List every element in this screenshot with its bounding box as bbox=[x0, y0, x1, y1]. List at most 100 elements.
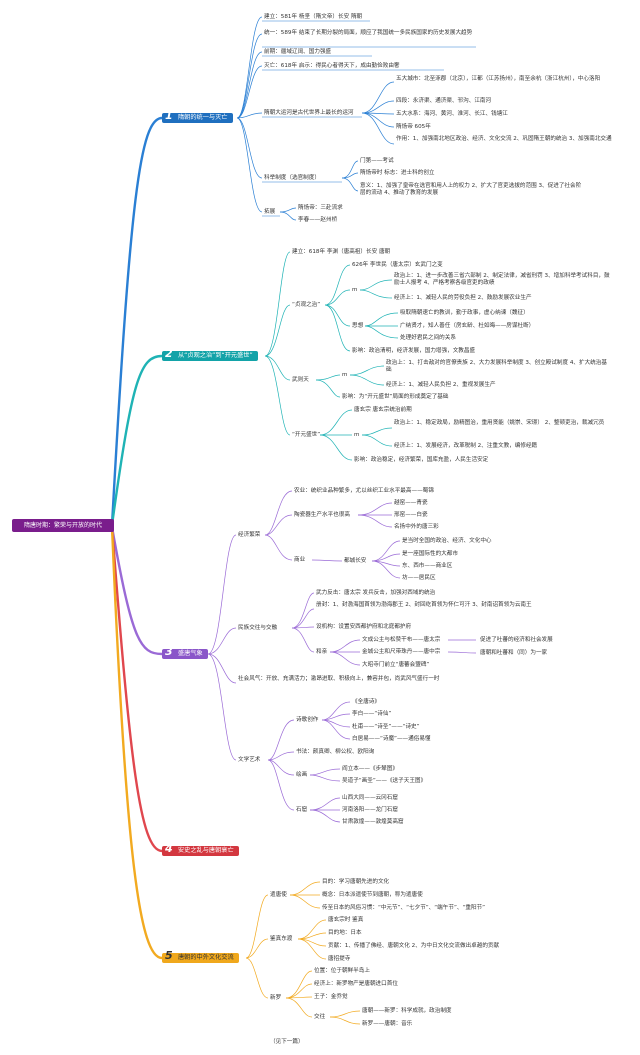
s1-canal-cities: 五大城市：北至涿郡（北京），江都（江苏扬州），南至余杭（浙江杭州），中心洛阳 bbox=[396, 76, 601, 82]
s2-tang-founding: 建立：618年 李渊（唐高祖）长安 唐朝 bbox=[292, 249, 391, 255]
s2-xuanzong: 唐玄宗 唐玄宗统治前期 bbox=[354, 407, 412, 413]
s5-jianzhen-destination: 目的地：日本 bbox=[328, 930, 362, 936]
s2-thought: 思想 bbox=[352, 323, 364, 329]
s1-extension: 拓展 bbox=[264, 209, 276, 215]
s3-tri-color: 名扬中外的唐三彩 bbox=[394, 524, 439, 530]
s3-marriage: 和亲 bbox=[316, 649, 328, 655]
s2-kaiyuan-impact: 影响：政治稳定，经济繁荣，国库充盈，人民生活安定 bbox=[354, 457, 489, 463]
s3-wencheng: 文成公主与松赞干布——唐太宗 bbox=[362, 637, 441, 643]
s5-silla: 新罗 bbox=[270, 995, 282, 1001]
s2-kaiyuan-politics: 政治上：1、稳定政局，励精图治，重用贤能（姚崇、宋璟） 2、整顿吏治，裁减冗员 bbox=[394, 420, 605, 426]
s3-yungang: 山西大同——云冈石窟 bbox=[342, 795, 398, 801]
topic-number: 5 bbox=[165, 949, 173, 962]
s1-imperial-exam: 科举制度（选官制度） bbox=[264, 175, 320, 181]
topic-label: 隋朝的统一与灭亡 bbox=[178, 114, 228, 121]
s3-xing-kiln: 邢窑——白瓷 bbox=[394, 512, 428, 518]
topic-tang-prosperity[interactable]: 3 盛唐气象 bbox=[162, 645, 208, 659]
s3-agriculture: 农业：统织业品种繁多，尤以丝织工业水平最高——蜀锦 bbox=[294, 488, 434, 494]
s2-zhenguan-economy: 经济上：1、减轻人民的劳役负担 2、鼓励发展农业生产 bbox=[394, 295, 532, 301]
s3-economy: 经济繁荣 bbox=[238, 532, 261, 538]
s5-silla-economy: 经济上：新罗物产是唐朝进口首位 bbox=[314, 981, 398, 987]
s2-kaiyuan-economy: 经济上：1、发展经济，改革税制 2、注重文教，编修经籍 bbox=[394, 443, 538, 449]
s5-toshodaiji: 唐招提寺 bbox=[328, 956, 351, 962]
s3-du-fu: 杜甫——“诗圣”——“诗史” bbox=[352, 724, 420, 730]
topic-number: 2 bbox=[165, 347, 173, 360]
s2-wu-politics: 政治上：1、打击敌对的官僚贵族 2、大力发展科举制度 3、创立殿试制度 4、扩大… bbox=[386, 360, 607, 373]
s1-canal-year: 隋炀帝 605年 bbox=[396, 124, 431, 130]
branch-line-1 bbox=[110, 116, 163, 526]
s3-jincheng: 金城公主和尺带珠丹——唐中宗 bbox=[362, 649, 441, 655]
s5-jianzhen-time: 唐玄宗时 鉴真 bbox=[328, 917, 364, 923]
topic-label: 从“贞观之治”到“开元盛世” bbox=[178, 352, 253, 359]
s3-institutions: 设机构：设置安西都护府和北庭都护府 bbox=[316, 624, 412, 630]
s2-wu-economy: 经济上：1、减轻人民负担 2、重视发展生产 bbox=[386, 382, 496, 388]
s5-silla-prince: 王子：金乔觉 bbox=[314, 994, 348, 1000]
s3-changan-1: 是当时全国的政治、经济、文化中心 bbox=[402, 538, 492, 544]
continued-note: （见下一篇） bbox=[270, 1039, 304, 1045]
s2-thought-1: 吸取隋朝速亡的教训，勤于政事，虚心纳谏（魏征） bbox=[400, 310, 529, 316]
topic-number: 3 bbox=[165, 645, 173, 658]
s1-exam-sign: 隋炀帝时 标志：进士科的创立 bbox=[360, 170, 435, 176]
s3-quantangshi: 《全唐诗》 bbox=[352, 699, 380, 705]
topic-number: 4 bbox=[165, 842, 173, 855]
s1-liuqiu: 隋炀帝：三赴流求 bbox=[298, 205, 343, 211]
s2-zhenguan: “贞观之治” bbox=[292, 302, 321, 308]
s3-one-family: 唐朝和吐蕃和（同）为一家 bbox=[480, 650, 548, 656]
s1-zhaozhou-bridge: 李春——赵州桥 bbox=[298, 217, 338, 223]
s3-mogao: 甘肃敦煌——敦煌莫高窟 bbox=[342, 819, 404, 825]
s2-kaiyuan-m: m bbox=[354, 432, 360, 438]
s5-envoys-customs: 传至日本的风俗习惯：“中元节”、“七夕节”、“端午节”、“重阳节” bbox=[322, 905, 486, 911]
s5-envoys-purpose: 目的：学习唐朝先进的文化 bbox=[322, 879, 390, 885]
s5-envoys-concept: 概念：日本派遣使节到唐朝，称为遣唐使 bbox=[322, 892, 423, 898]
topic-cultural-exchange[interactable]: 5 唐朝的中外文化交流 bbox=[162, 949, 239, 963]
topic-anshi-rebellion[interactable]: 4 安史之乱与唐朝衰亡 bbox=[162, 842, 239, 856]
s3-alliance-stele: 大昭寺门前立“唐蕃会盟碑” bbox=[362, 662, 430, 668]
topic-sui-unification[interactable]: 1 隋朝的统一与灭亡 bbox=[162, 109, 233, 123]
s3-grottoes: 石窟 bbox=[296, 807, 308, 813]
branch-line-4 bbox=[110, 526, 163, 853]
root-topic[interactable]: 隋唐时期：繁荣与开放的时代 bbox=[12, 519, 114, 532]
s1-canal-sections: 四段：永济渠、通济渠、邗沟、江南河 bbox=[396, 98, 492, 104]
s5-envoys: 遣唐使 bbox=[270, 892, 287, 898]
s3-bai-juyi: 白居易——“诗魔”——通俗易懂 bbox=[352, 736, 431, 742]
s3-longmen: 河南洛阳——龙门石窟 bbox=[342, 807, 398, 813]
s1-fall: 灭亡：618年 启示：得民心者得天下，成由勤俭败由奢 bbox=[264, 63, 400, 69]
s5-tang-to-silla: 唐朝——新罗：科学成就，政治制度 bbox=[362, 1008, 452, 1014]
s3-ethnic-relations: 民族交往与交融 bbox=[238, 625, 278, 631]
s1-unification: 统一：589年 结束了长期分裂的局面，顺应了我国统一多民族国家的历史发展大趋势 bbox=[264, 30, 473, 36]
s3-changan-3: 东、西市——商业区 bbox=[402, 563, 453, 569]
s3-ceramics: 陶瓷器生产水平也很高 bbox=[294, 512, 350, 518]
s3-literature-art: 文学艺术 bbox=[238, 757, 261, 763]
s5-silla-location: 位置：位于朝鲜半岛上 bbox=[314, 968, 370, 974]
s3-yue-kiln: 越窑——青瓷 bbox=[394, 500, 428, 506]
s3-enfeoffment: 册封：1、封渤海国首领为渤海郡王 2、封回纥首领为怀仁可汗 3、封南诏首领为云南… bbox=[316, 602, 532, 608]
s2-zhenguan-m: m bbox=[352, 287, 358, 293]
s2-wu-m: m bbox=[342, 372, 348, 378]
s3-changan: 都城长安 bbox=[344, 558, 367, 564]
s1-canal-rivers: 五大水系：海河、黄河、淮河、长江、钱塘江 bbox=[396, 111, 508, 117]
topic-label: 盛唐气象 bbox=[178, 650, 203, 657]
s1-exam-change: 门第——考试 bbox=[360, 158, 394, 164]
s3-yan-liben: 阎立本——《步辇图》 bbox=[342, 766, 398, 772]
s5-silla-exchange: 交往 bbox=[314, 1014, 326, 1020]
s3-calligraphy: 书法：颜真卿、柳公权、欧阳询 bbox=[296, 749, 375, 755]
s3-changan-4: 坊——居民区 bbox=[402, 575, 436, 581]
s3-military: 武力反击：唐太宗 发兵反击，加强对西域的统治 bbox=[316, 590, 436, 596]
s5-silla-to-tang: 新罗——唐朝：音乐 bbox=[362, 1021, 413, 1027]
branch-line-3 bbox=[110, 526, 163, 656]
topic-zhenguan-kaiyuan[interactable]: 2 从“贞观之治”到“开元盛世” bbox=[162, 347, 258, 361]
s5-jianzhen: 鉴真东渡 bbox=[270, 936, 293, 942]
s3-tubo-development: 促进了吐蕃的经济和社会发展 bbox=[480, 637, 553, 643]
topic-number: 1 bbox=[165, 109, 173, 122]
s2-zhenguan-politics: 政治上：1、进一步改善三省六部制 2、制定法律，减省刑罚 3、增加科举考试科目，… bbox=[394, 273, 610, 286]
s3-poetry: 诗歌创作 bbox=[296, 717, 319, 723]
branch-line-2 bbox=[110, 354, 163, 526]
s1-exam-significance: 意义：1、加强了皇帝在选官和用人上的权力 2、扩大了官吏选拔的范围 3、促进了社… bbox=[360, 183, 582, 196]
topic-label: 安史之乱与唐朝衰亡 bbox=[178, 847, 234, 854]
branch-line-5 bbox=[110, 526, 163, 960]
topic-label: 唐朝的中外文化交流 bbox=[178, 954, 234, 961]
s2-xuanwu-gate: 626年 李世民（唐太宗）玄武门之变 bbox=[352, 262, 443, 268]
s1-early-period: 前期：疆域辽阔、国力强盛 bbox=[264, 49, 332, 55]
s2-zhenguan-impact: 影响：政治清明，经济发展，国力增强，文教昌盛 bbox=[352, 348, 476, 354]
